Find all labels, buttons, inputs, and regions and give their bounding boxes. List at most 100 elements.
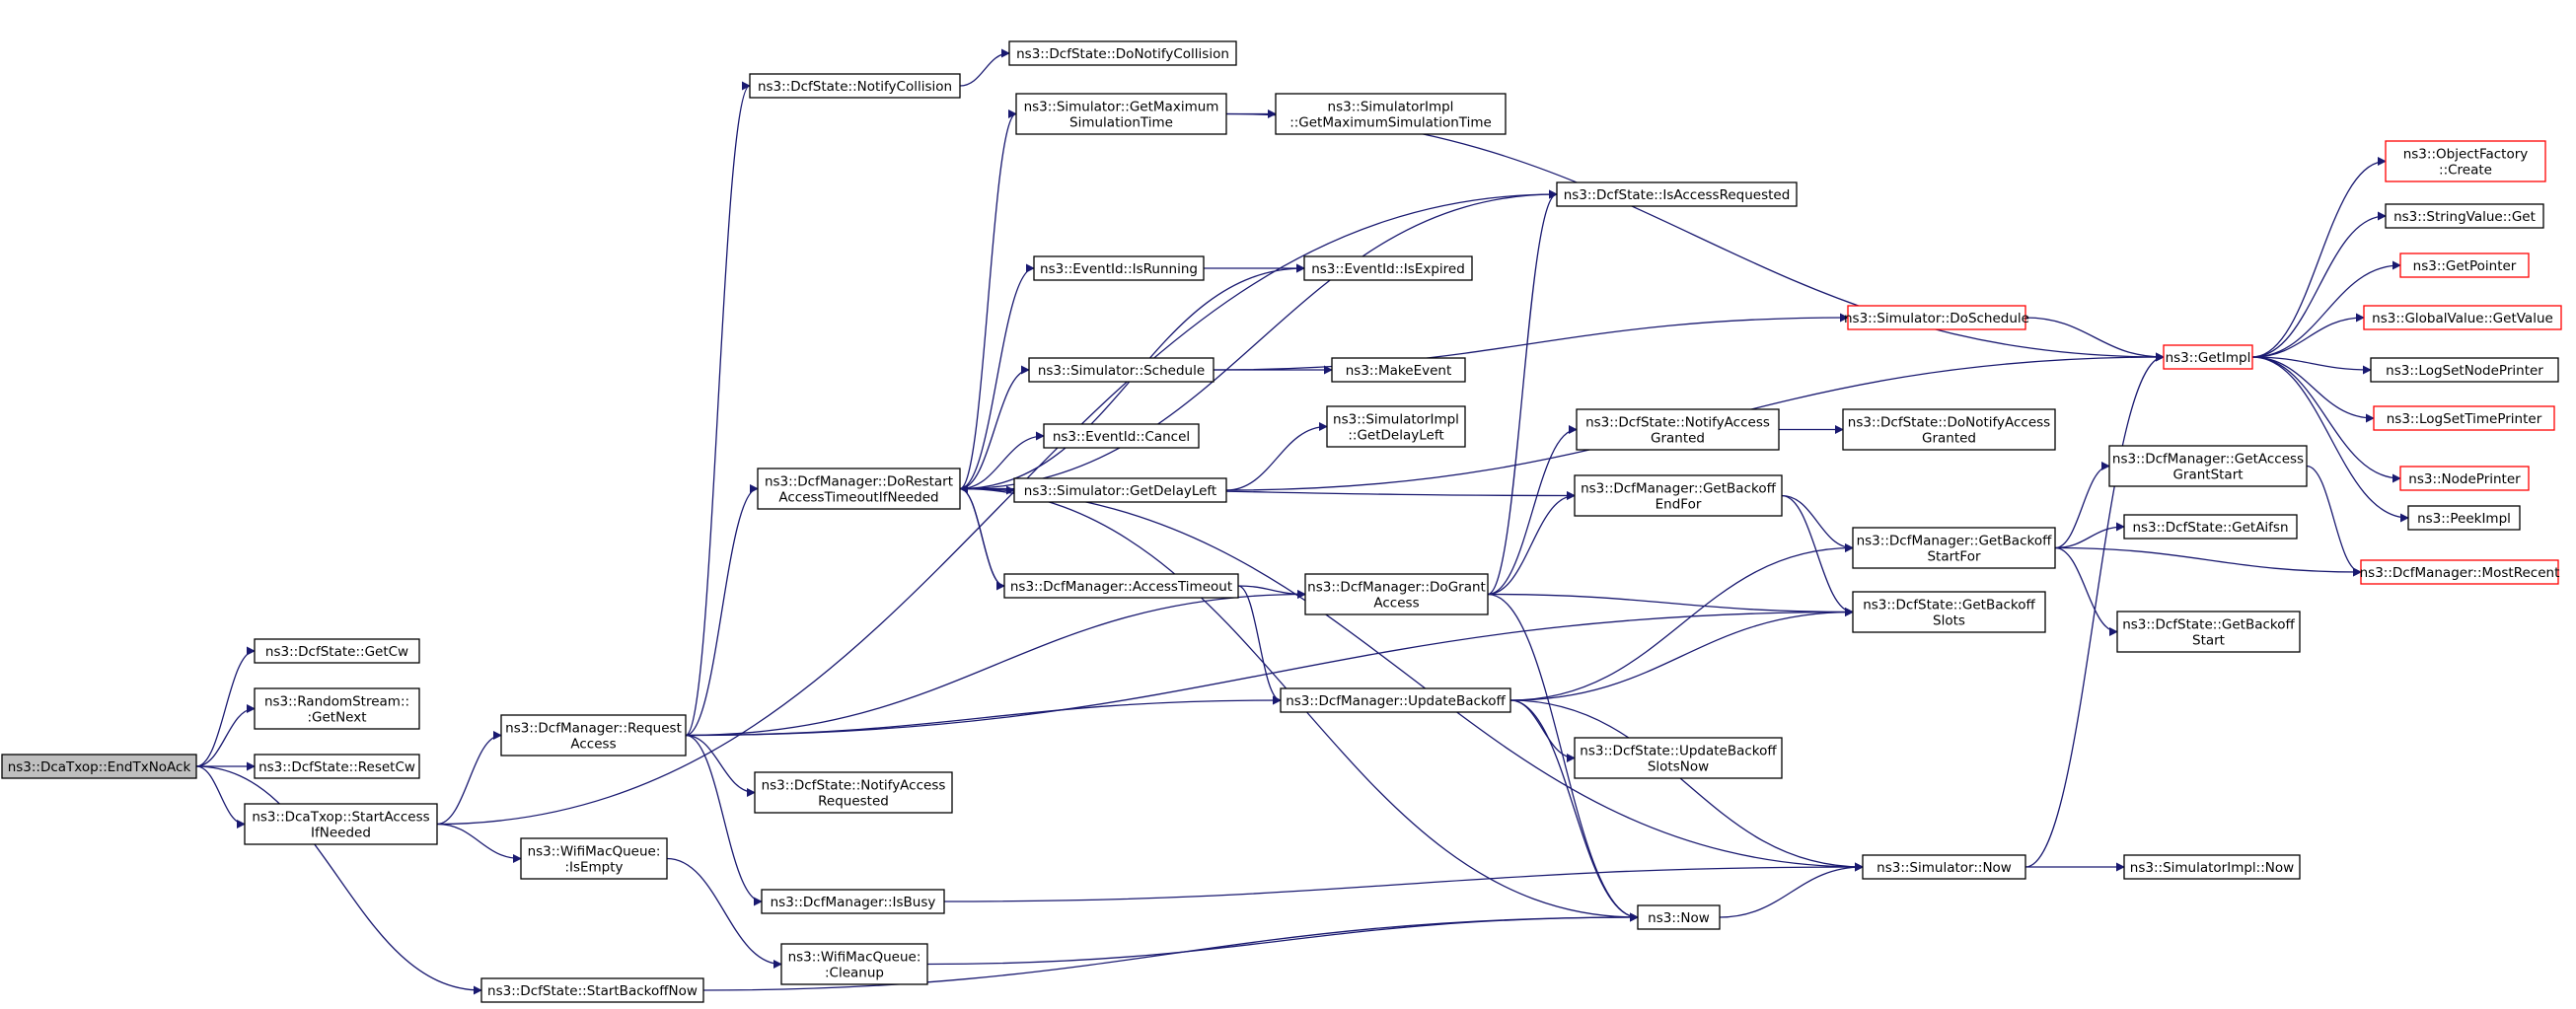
graph-node-notifycol[interactable]: ns3::DcfState::NotifyCollision xyxy=(749,73,961,99)
node-label: ns3::DcaTxop::StartAccess xyxy=(252,810,429,826)
graph-node-objfactory[interactable]: ns3::ObjectFactory::Create xyxy=(2385,140,2546,182)
graph-node-root[interactable]: ns3::DcaTxop::EndTxNoAck xyxy=(1,754,197,779)
graph-node-getmaxsim[interactable]: ns3::Simulator::GetMaximumSimulationTime xyxy=(1015,93,1227,135)
graph-node-peekimpl[interactable]: ns3::PeekImpl xyxy=(2407,505,2521,531)
graph-node-startbo[interactable]: ns3::DcfState::StartBackoffNow xyxy=(480,977,704,1003)
node-box xyxy=(780,943,928,985)
node-label: ns3::EventId::IsExpired xyxy=(1311,261,1465,277)
graph-node-donotifycol[interactable]: ns3::DcfState::DoNotifyCollision xyxy=(1008,40,1237,66)
node-box xyxy=(520,837,668,880)
node-label: StartFor xyxy=(1927,549,1981,565)
call-edge-getbostart-to-getaccgrant xyxy=(2054,462,2110,549)
graph-node-simnow[interactable]: ns3::Simulator::Now xyxy=(1862,854,2026,880)
graph-node-wqempty[interactable]: ns3::WifiMacQueue::IsEmpty xyxy=(520,837,668,880)
call-edge-dogrant-to-getboend xyxy=(1487,491,1576,596)
node-box xyxy=(2360,559,2559,585)
call-edge-isbusy-to-simnow xyxy=(943,862,1864,902)
node-label: Granted xyxy=(1922,431,1976,447)
graph-node-makeevent[interactable]: ns3::MakeEvent xyxy=(1331,357,1466,383)
call-edge-reqacc-to-isbusy xyxy=(685,734,763,906)
call-edge-doRestart-to-isaccreq xyxy=(959,189,1558,490)
graph-node-rndnext[interactable]: ns3::RandomStream:::GetNext xyxy=(254,687,420,730)
graph-node-logtime[interactable]: ns3::LogSetTimePrinter xyxy=(2373,405,2555,431)
node-box xyxy=(2108,445,2308,487)
node-box xyxy=(1303,255,1473,281)
graph-node-getptr[interactable]: ns3::GetPointer xyxy=(2399,252,2530,278)
node-label: ns3::DcfState::GetCw xyxy=(265,644,408,660)
node-label: ns3::DcfManager::GetBackoff xyxy=(1857,534,2052,549)
node-box xyxy=(480,977,704,1003)
node-box xyxy=(1576,408,1780,451)
call-edge-startacc-to-isaccreq xyxy=(436,189,1558,826)
call-edge-root-to-getcw xyxy=(195,646,256,767)
graph-node-evexpired[interactable]: ns3::EventId::IsExpired xyxy=(1303,255,1473,281)
node-label: ns3::DcfManager::AccessTimeout xyxy=(1010,579,1232,595)
graph-node-doschedule[interactable]: ns3::Simulator::DoSchedule xyxy=(1844,305,2029,330)
call-edge-updbackoff-to-getboslots xyxy=(1509,608,1854,701)
node-box xyxy=(1033,255,1205,281)
graph-node-implmaxsim[interactable]: ns3::SimulatorImpl::GetMaximumSimulation… xyxy=(1275,93,1507,135)
node-box xyxy=(2385,140,2546,182)
call-edge-updbackoff-to-simnow xyxy=(1509,699,1864,872)
graph-node-now[interactable]: ns3::Now xyxy=(1637,904,1721,930)
graph-node-getimpl[interactable]: ns3::GetImpl xyxy=(2163,344,2253,370)
call-edge-dogrant-to-getboslots xyxy=(1487,593,1854,616)
node-label: ns3::Simulator::Now xyxy=(1877,860,2012,876)
node-box xyxy=(2116,611,2301,653)
call-edge-root-to-startacc xyxy=(195,765,246,829)
node-label: ns3::Simulator::Schedule xyxy=(1038,363,1205,379)
graph-node-globget[interactable]: ns3::GlobalValue::GetValue xyxy=(2363,305,2562,330)
call-edge-getaccgrant-to-mostrecent xyxy=(2306,465,2362,577)
node-box xyxy=(2163,344,2253,370)
graph-node-doRestart[interactable]: ns3::DcfManager::DoRestartAccessTimeoutI… xyxy=(757,468,961,510)
graph-node-schedule[interactable]: ns3::Simulator::Schedule xyxy=(1028,357,1214,383)
graph-node-updbackoff[interactable]: ns3::DcfManager::UpdateBackoff xyxy=(1280,687,1511,713)
node-label: ns3::LogSetTimePrinter xyxy=(2387,411,2542,427)
node-box xyxy=(254,754,420,779)
node-label: ns3::GetPointer xyxy=(2413,258,2517,274)
node-label: ns3::Now xyxy=(1648,910,1710,926)
call-edge-updbackoff-to-updboslots xyxy=(1509,699,1576,762)
graph-node-nodeprinter[interactable]: ns3::NodePrinter xyxy=(2399,466,2530,491)
node-label: Slots xyxy=(1933,613,1965,629)
node-label: ::GetDelayLeft xyxy=(1348,428,1443,444)
graph-node-resetcw[interactable]: ns3::DcfState::ResetCw xyxy=(254,754,420,779)
node-box xyxy=(2370,357,2559,383)
graph-node-getaifsn[interactable]: ns3::DcfState::GetAifsn xyxy=(2123,514,2298,540)
graph-node-mostrecent[interactable]: ns3::DcfManager::MostRecent xyxy=(2360,559,2560,585)
graph-node-wqcleanup[interactable]: ns3::WifiMacQueue::Cleanup xyxy=(780,943,928,985)
graph-node-evcancel[interactable]: ns3::EventId::Cancel xyxy=(1043,423,1200,449)
call-edge-root-to-rndnext xyxy=(195,704,256,767)
graph-node-getcw[interactable]: ns3::DcfState::GetCw xyxy=(254,638,420,664)
node-box xyxy=(1574,737,1783,779)
graph-node-evrunning[interactable]: ns3::EventId::IsRunning xyxy=(1033,255,1205,281)
graph-node-impldelay[interactable]: ns3::SimulatorImpl::GetDelayLeft xyxy=(1326,405,1466,448)
graph-node-implnow[interactable]: ns3::SimulatorImpl::Now xyxy=(2123,854,2301,880)
call-edge-getimpl-to-globget xyxy=(2251,313,2365,358)
call-edge-getimpl-to-strget xyxy=(2251,211,2387,358)
call-edge-dogrant-to-notifygranted xyxy=(1487,425,1578,596)
node-label: GrantStart xyxy=(2172,468,2243,483)
call-edge-doschedule-to-getimpl xyxy=(2024,317,2165,362)
graph-node-isaccreq[interactable]: ns3::DcfState::IsAccessRequested xyxy=(1556,181,1798,207)
graph-node-strget[interactable]: ns3::StringValue::Get xyxy=(2385,203,2544,229)
node-box xyxy=(1003,573,1239,599)
graph-node-getdelay[interactable]: ns3::Simulator::GetDelayLeft xyxy=(1013,477,1227,503)
graph-node-lognode[interactable]: ns3::LogSetNodePrinter xyxy=(2370,357,2559,383)
graph-node-acctimeout[interactable]: ns3::DcfManager::AccessTimeout xyxy=(1003,573,1239,599)
node-label: ns3::Simulator::DoSchedule xyxy=(1844,311,2029,326)
node-label: ns3::DcfManager::Request xyxy=(505,721,682,737)
graph-node-isbusy[interactable]: ns3::DcfManager::IsBusy xyxy=(761,889,945,914)
